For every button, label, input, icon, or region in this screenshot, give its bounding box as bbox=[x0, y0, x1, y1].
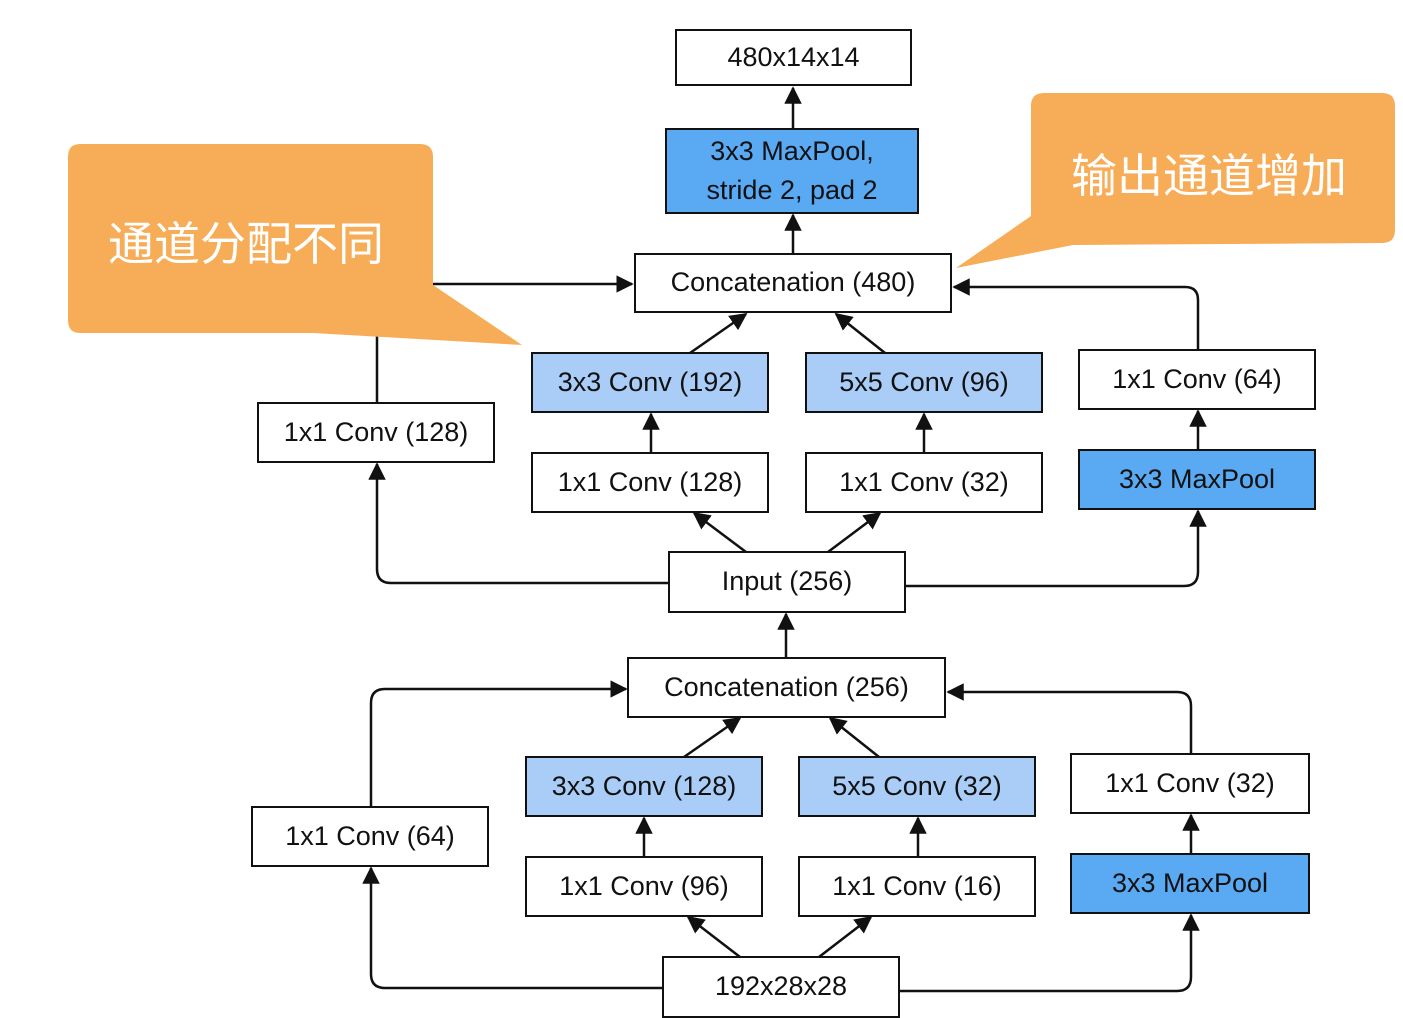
arrow-3x3conv192-to-concat bbox=[689, 312, 748, 355]
block2-path2-1x1-conv-box: 1x1 Conv (128) bbox=[531, 452, 769, 513]
final-maxpool-label-line2: stride 2, pad 2 bbox=[706, 175, 878, 205]
block1-path2-3x3-conv-label: 3x3 Conv (128) bbox=[551, 770, 737, 801]
block2-path3-5x5-conv-box: 5x5 Conv (96) bbox=[805, 352, 1043, 413]
block1-path3-5x5-conv-box: 5x5 Conv (32) bbox=[798, 756, 1036, 817]
block1-path1-1x1-conv-box: 1x1 Conv (64) bbox=[251, 806, 489, 867]
block2-path3-1x1-conv-box: 1x1 Conv (32) bbox=[805, 452, 1043, 513]
callout-left-text: 通道分配不同 bbox=[108, 217, 384, 271]
arrow-input-to-1x1conv128 bbox=[692, 511, 747, 553]
input-256-box: Input (256) bbox=[668, 551, 906, 613]
arrow-input-to-1x1conv96 bbox=[686, 915, 741, 958]
block2-path4-1x1-conv-box: 1x1 Conv (64) bbox=[1078, 349, 1316, 410]
block2-path4-maxpool-label: 3x3 MaxPool bbox=[1118, 463, 1276, 494]
block2-path2-3x3-conv-box: 3x3 Conv (192) bbox=[531, 352, 769, 413]
output-shape-label: 480x14x14 bbox=[727, 41, 860, 72]
block2-path1-1x1-conv-box: 1x1 Conv (128) bbox=[257, 402, 495, 463]
block1-path4-maxpool-label: 3x3 MaxPool bbox=[1111, 867, 1269, 898]
arrow-input-to-path4-lower bbox=[899, 913, 1200, 993]
block2-path4-maxpool-box: 3x3 MaxPool bbox=[1078, 449, 1316, 510]
block1-path4-1x1-conv-box: 1x1 Conv (32) bbox=[1070, 753, 1310, 814]
arrow-path4-to-concat480 bbox=[952, 278, 1200, 350]
concatenation-480-label: Concatenation (480) bbox=[670, 267, 916, 298]
block1-path1-1x1-conv-label: 1x1 Conv (64) bbox=[285, 820, 455, 851]
block1-path2-1x1-conv-label: 1x1 Conv (96) bbox=[559, 870, 729, 901]
arrow-input-to-1x1conv16 bbox=[818, 915, 873, 958]
input-192x28x28-label: 192x28x28 bbox=[714, 971, 848, 1002]
arrow-input-to-path4 bbox=[905, 509, 1207, 588]
block2-path1-1x1-conv-label: 1x1 Conv (128) bbox=[283, 416, 469, 447]
arrow-5x5conv96-to-concat bbox=[834, 312, 886, 354]
block1-path2-3x3-conv-box: 3x3 Conv (128) bbox=[525, 756, 763, 817]
callout-right-shape bbox=[956, 93, 1395, 268]
arrow-path4-to-concat256 bbox=[946, 683, 1193, 754]
block2-path3-5x5-conv-label: 5x5 Conv (96) bbox=[839, 366, 1009, 397]
arrow-5x5conv32-to-concat bbox=[828, 716, 880, 758]
input-256-label: Input (256) bbox=[721, 566, 853, 597]
concatenation-256-label: Concatenation (256) bbox=[664, 671, 909, 702]
arrow-3x3conv128-to-concat bbox=[683, 716, 742, 759]
block2-path2-1x1-conv-label: 1x1 Conv (128) bbox=[557, 466, 743, 497]
input-192x28x28-box: 192x28x28 bbox=[662, 956, 900, 1018]
arrow-input-to-1x1conv32 bbox=[827, 511, 882, 553]
final-maxpool-label-line1: 3x3 MaxPool, bbox=[710, 135, 874, 166]
concatenation-256-box: Concatenation (256) bbox=[627, 657, 946, 718]
block1-path3-5x5-conv-label: 5x5 Conv (32) bbox=[832, 770, 1002, 801]
block1-path3-1x1-conv-box: 1x1 Conv (16) bbox=[798, 856, 1036, 917]
callout-right-text: 输出通道增加 bbox=[1071, 149, 1347, 203]
block2-path3-1x1-conv-label: 1x1 Conv (32) bbox=[839, 466, 1009, 497]
block1-path4-1x1-conv-label: 1x1 Conv (32) bbox=[1105, 767, 1275, 798]
block1-path4-maxpool-box: 3x3 MaxPool bbox=[1070, 853, 1310, 914]
block1-path2-1x1-conv-box: 1x1 Conv (96) bbox=[525, 856, 763, 917]
callout-left-shape bbox=[68, 144, 522, 345]
block2-path4-1x1-conv-label: 1x1 Conv (64) bbox=[1112, 363, 1282, 394]
arrow-input-to-path1-lower bbox=[362, 866, 663, 990]
concatenation-480-box: Concatenation (480) bbox=[634, 253, 952, 313]
arrow-input-to-path1 bbox=[368, 462, 669, 585]
arrow-path1-to-concat256 bbox=[369, 680, 628, 806]
final-maxpool-box: 3x3 MaxPool, stride 2, pad 2 bbox=[665, 128, 919, 214]
output-shape-box: 480x14x14 bbox=[675, 29, 912, 86]
block1-path3-1x1-conv-label: 1x1 Conv (16) bbox=[832, 870, 1002, 901]
block2-path2-3x3-conv-label: 3x3 Conv (192) bbox=[557, 366, 743, 397]
